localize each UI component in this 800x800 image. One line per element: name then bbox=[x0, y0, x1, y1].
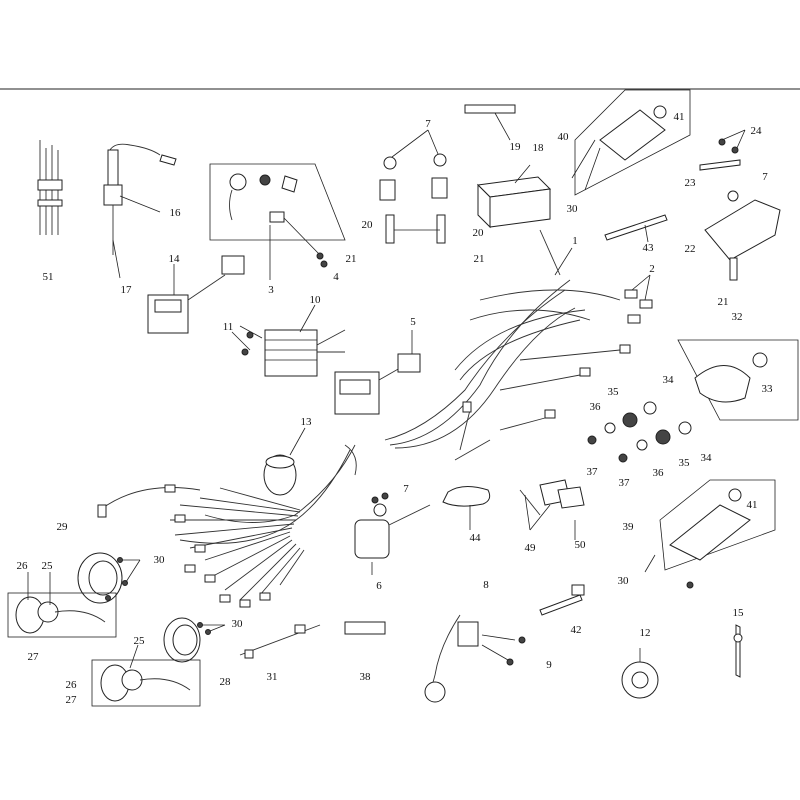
part-22-bracket bbox=[699, 129, 781, 281]
label-6: 6 bbox=[376, 580, 382, 592]
label-19: 19 bbox=[510, 141, 522, 153]
label-1: 1 bbox=[572, 235, 578, 247]
part-44-switch bbox=[442, 486, 491, 530]
label-35-a: 35 bbox=[608, 386, 620, 398]
label-7-middle: 7 bbox=[403, 483, 409, 495]
label-41-bottom: 41 bbox=[747, 499, 758, 511]
part-42-strap bbox=[539, 584, 585, 616]
label-20-left: 20 bbox=[362, 219, 374, 231]
part-49-50-brackets bbox=[519, 479, 585, 540]
label-13: 13 bbox=[301, 416, 313, 428]
part-10-cdi-unit bbox=[231, 304, 346, 377]
part-5-relay bbox=[334, 330, 421, 415]
part-1-main-harness bbox=[384, 229, 631, 461]
label-21-right: 21 bbox=[474, 253, 485, 265]
label-15: 15 bbox=[733, 607, 745, 619]
label-31: 31 bbox=[267, 671, 278, 683]
label-9: 9 bbox=[546, 659, 552, 671]
part-6-starter-relay bbox=[354, 492, 431, 575]
part-25-headlight-housing bbox=[7, 572, 117, 638]
label-39: 39 bbox=[623, 521, 635, 533]
label-4: 4 bbox=[333, 271, 339, 283]
part-40-bracket bbox=[571, 89, 691, 196]
label-43: 43 bbox=[643, 242, 655, 254]
callout-labels: 51 16 17 14 3 4 11 10 5 13 7 19 18 20 20… bbox=[17, 111, 774, 706]
label-27-a: 27 bbox=[28, 651, 40, 663]
part-15-cable-tie bbox=[733, 624, 743, 678]
label-49: 49 bbox=[525, 542, 537, 554]
part-16-sensor bbox=[103, 143, 177, 279]
part-25-headlight-housing-2 bbox=[91, 644, 201, 707]
label-17: 17 bbox=[121, 284, 133, 296]
part-3-ignition-switch bbox=[209, 163, 346, 280]
label-3: 3 bbox=[268, 284, 274, 296]
label-30-left: 30 bbox=[154, 554, 166, 566]
label-27-b: 27 bbox=[66, 694, 78, 706]
part-7-20-21-mounts bbox=[379, 129, 448, 244]
part-wiring-harness-left bbox=[97, 444, 357, 608]
label-44: 44 bbox=[470, 532, 482, 544]
label-22: 22 bbox=[685, 243, 696, 255]
label-28: 28 bbox=[220, 676, 232, 688]
part-19-battery-strap bbox=[464, 104, 516, 141]
label-18: 18 bbox=[533, 142, 545, 154]
label-36-a: 36 bbox=[590, 401, 602, 413]
label-26-b: 26 bbox=[66, 679, 78, 691]
label-5: 5 bbox=[410, 316, 416, 328]
part-8-ignition-coil bbox=[424, 614, 526, 703]
label-42: 42 bbox=[571, 624, 582, 636]
label-14: 14 bbox=[169, 253, 181, 265]
label-30-mid: 30 bbox=[232, 618, 244, 630]
part-28-headlight bbox=[163, 617, 226, 663]
part-38-fuse bbox=[344, 621, 386, 635]
part-31-wire bbox=[239, 624, 321, 659]
label-10: 10 bbox=[310, 294, 322, 306]
label-21-far-right: 21 bbox=[718, 296, 729, 308]
part-32-tail-light bbox=[587, 339, 799, 463]
label-29: 29 bbox=[57, 521, 69, 533]
label-38: 38 bbox=[360, 671, 372, 683]
label-12: 12 bbox=[640, 627, 651, 639]
label-2: 2 bbox=[649, 263, 655, 275]
label-25-b: 25 bbox=[134, 635, 146, 647]
part-29-headlight bbox=[77, 552, 141, 604]
label-37-a: 37 bbox=[587, 466, 599, 478]
label-50: 50 bbox=[575, 539, 587, 551]
part-2-connectors bbox=[624, 274, 653, 324]
label-16: 16 bbox=[170, 207, 182, 219]
label-7-right: 7 bbox=[762, 171, 768, 183]
label-23: 23 bbox=[685, 177, 697, 189]
part-39-bracket bbox=[644, 479, 776, 589]
part-14-connector bbox=[147, 255, 245, 334]
part-51-plug-wires bbox=[37, 140, 63, 235]
label-25-a: 25 bbox=[42, 560, 54, 572]
label-41-top: 41 bbox=[674, 111, 685, 123]
label-8: 8 bbox=[483, 579, 489, 591]
label-33: 33 bbox=[762, 383, 774, 395]
label-35-b: 35 bbox=[679, 457, 691, 469]
part-18-battery bbox=[476, 164, 552, 229]
label-20-right: 20 bbox=[473, 227, 485, 239]
label-11: 11 bbox=[223, 321, 234, 333]
part-13-horn bbox=[263, 427, 306, 496]
label-37-b: 37 bbox=[619, 477, 631, 489]
label-7-top: 7 bbox=[425, 118, 431, 130]
label-36-b: 36 bbox=[653, 467, 665, 479]
label-21-left: 21 bbox=[346, 253, 357, 265]
label-30-right: 30 bbox=[618, 575, 630, 587]
label-26-a: 26 bbox=[17, 560, 29, 572]
part-43-wire-tie bbox=[604, 214, 668, 243]
label-51: 51 bbox=[43, 271, 54, 283]
label-34-a: 34 bbox=[663, 374, 675, 386]
label-32: 32 bbox=[732, 311, 743, 323]
label-34-b: 34 bbox=[701, 452, 713, 464]
label-40: 40 bbox=[558, 131, 570, 143]
label-24: 24 bbox=[751, 125, 763, 137]
label-30-top: 30 bbox=[567, 203, 579, 215]
part-12-horn bbox=[621, 648, 659, 699]
